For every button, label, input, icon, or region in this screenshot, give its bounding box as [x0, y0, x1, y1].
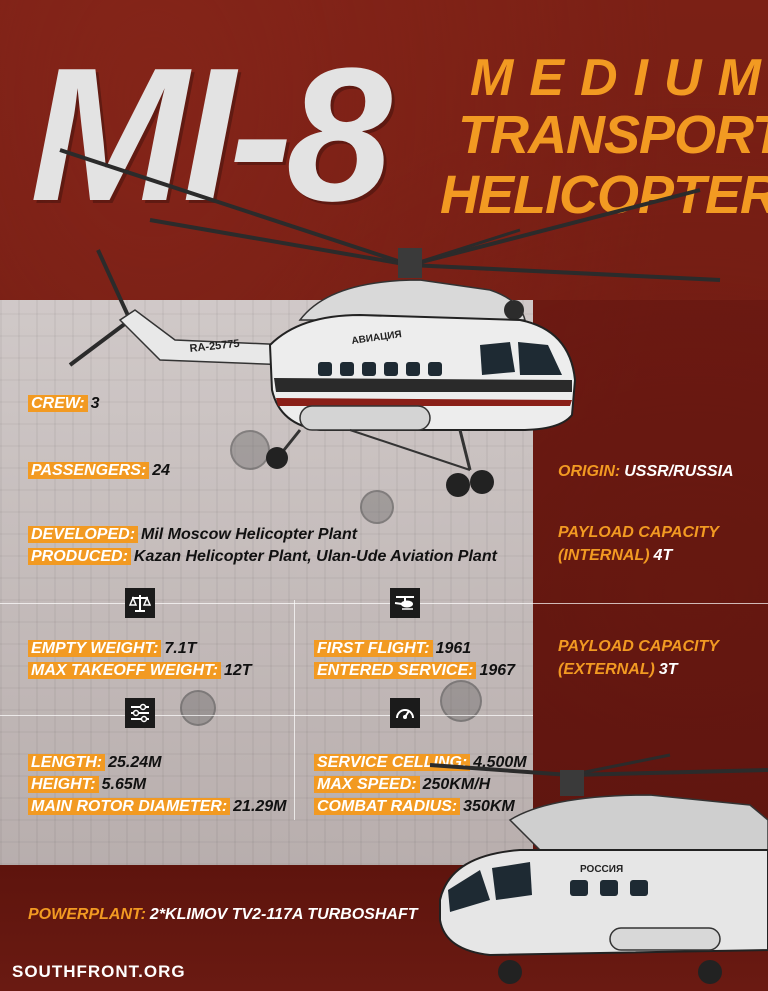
spec-value: 7.1T	[164, 640, 197, 657]
spec-value: Kazan Helicopter Plant, Ulan-Ude Aviatio…	[133, 548, 497, 565]
spec-value: 12T	[223, 662, 252, 679]
spec-combat-radius: COMBAT RADIUS:350KM	[314, 796, 515, 817]
spec-value: Mil Moscow Helicopter Plant	[141, 526, 358, 543]
spec-value: 1967	[479, 662, 516, 679]
spec-developed: DEVELOPED:Mil Moscow Helicopter Plant	[28, 524, 357, 545]
spec-value: 4T	[653, 547, 673, 564]
spec-label: POWERPLANT:	[28, 906, 146, 923]
divider	[0, 715, 533, 716]
spec-height: HEIGHT:5.65M	[28, 774, 146, 795]
spec-label: (EXTERNAL)	[558, 661, 655, 678]
divider	[294, 600, 295, 820]
speedometer-icon	[390, 698, 420, 728]
spec-max-speed: MAX SPEED:250KM/H	[314, 774, 490, 795]
registration-text: RA-25775	[189, 338, 240, 355]
spec-value: 5.65M	[101, 776, 147, 793]
spec-value: 3T	[658, 661, 678, 678]
spec-label: LENGTH:	[28, 754, 106, 771]
spec-entered-service: ENTERED SERVICE:1967	[314, 660, 515, 681]
mi8-bottom-helicopter-illustration: РОССИЯ	[429, 753, 768, 984]
spec-value: 4,500M	[473, 754, 527, 771]
divider	[0, 603, 768, 604]
spec-label: PASSENGERS:	[28, 462, 150, 479]
spec-payload-external-title: PAYLOAD CAPACITY	[558, 636, 719, 657]
spec-value: 25.24M	[108, 754, 162, 771]
spec-value: 2*KLIMOV TV2-117A TURBOSHAFT	[149, 906, 418, 923]
spec-produced: PRODUCED:Kazan Helicopter Plant, Ulan-Ud…	[28, 546, 497, 567]
spec-value: 24	[152, 462, 171, 479]
spec-payload-internal-title: PAYLOAD CAPACITY	[558, 522, 719, 543]
spec-label: (INTERNAL)	[558, 547, 650, 564]
spec-main-rotor-diameter: MAIN ROTOR DIAMETER:21.29M	[28, 796, 287, 817]
spec-label: COMBAT RADIUS:	[314, 798, 461, 815]
spec-value: USSR/RUSSIA	[624, 463, 734, 480]
site-logo: SOUTHFRONT.ORG	[12, 962, 186, 981]
spec-empty-weight: EMPTY WEIGHT:7.1T	[28, 638, 196, 659]
spec-first-flight: FIRST FLIGHT:1961	[314, 638, 471, 659]
spec-powerplant: POWERPLANT:2*KLIMOV TV2-117A TURBOSHAFT	[28, 904, 418, 925]
spec-label: PRODUCED:	[28, 548, 131, 565]
spec-label: ENTERED SERVICE:	[314, 662, 477, 679]
spec-value: 21.29M	[233, 798, 287, 815]
aircraft-side-text: РОССИЯ	[580, 864, 623, 875]
spec-label: PAYLOAD CAPACITY	[558, 638, 719, 655]
cockpit-gauge	[230, 430, 270, 470]
sliders-icon	[125, 698, 155, 728]
spec-value: 3	[90, 395, 100, 412]
cockpit-gauge	[360, 490, 394, 524]
cockpit-gauge	[180, 690, 216, 726]
spec-label: MAIN ROTOR DIAMETER:	[28, 798, 231, 815]
spec-length: LENGTH:25.24M	[28, 752, 161, 773]
spec-crew: CREW:3	[28, 393, 100, 414]
spec-value: 250KM/H	[422, 776, 491, 793]
spec-label: EMPTY WEIGHT:	[28, 640, 162, 657]
spec-payload-external: (EXTERNAL)3T	[558, 659, 678, 680]
spec-label: ORIGIN:	[558, 463, 621, 480]
title-transport: TRANSPORT	[458, 105, 768, 165]
spec-label: DEVELOPED:	[28, 526, 139, 543]
spec-label: MAX TAKEOFF WEIGHT:	[28, 662, 221, 679]
spec-label: FIRST FLIGHT:	[314, 640, 433, 657]
spec-payload-internal: (INTERNAL)4T	[558, 545, 672, 566]
title-medium: MEDIUM	[470, 49, 768, 107]
spec-value: 350KM	[463, 798, 515, 815]
spec-label: HEIGHT:	[28, 776, 99, 793]
spec-passengers: PASSENGERS:24	[28, 460, 170, 481]
spec-label: MAX SPEED:	[314, 776, 420, 793]
spec-value: 1961	[435, 640, 472, 657]
mi8-helicopter-illustration: RA-25775 АВИАЦИЯ	[59, 148, 721, 497]
helicopter-icon	[390, 588, 420, 618]
spec-origin: ORIGIN:USSR/RUSSIA	[558, 461, 734, 482]
spec-max-takeoff-weight: MAX TAKEOFF WEIGHT:12T	[28, 660, 252, 681]
scale-icon	[125, 588, 155, 618]
spec-label: CREW:	[28, 395, 88, 412]
spec-label: PAYLOAD CAPACITY	[558, 524, 719, 541]
